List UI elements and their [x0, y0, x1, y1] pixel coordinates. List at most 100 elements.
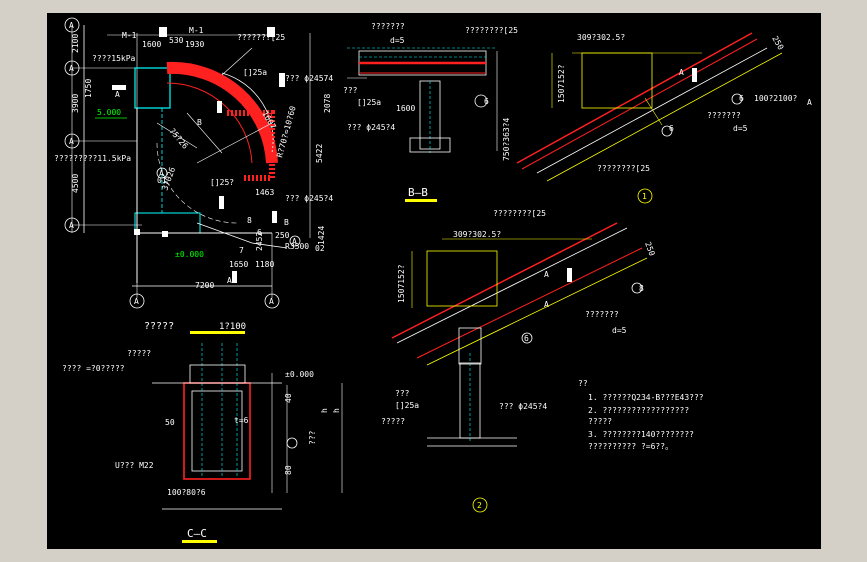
d1-box — [581, 52, 653, 109]
notes-heading: ?? — [578, 379, 588, 388]
d1-label-bolt: 100?2100? — [754, 94, 798, 103]
plan-section-line — [186, 112, 223, 154]
d2-label-d5: d=5 — [612, 326, 627, 335]
plan-curved-stair-inner — [166, 82, 253, 164]
plan-leader-lower — [196, 222, 288, 249]
plan-dim-left-1: 2100 — [71, 34, 80, 53]
d1-circle-mark-2 — [731, 93, 743, 105]
axis-label-3: A — [69, 137, 74, 146]
plan-caption: ????? — [144, 321, 174, 332]
cc-dim-40: 40 — [284, 393, 293, 403]
bb-label-top1: ??????? — [371, 22, 405, 31]
d1-mark-6: 6 — [669, 124, 674, 133]
cc-circle-mark — [286, 437, 298, 449]
axis-label-5: A — [134, 297, 139, 306]
plan-axis-bubbles — [64, 17, 301, 309]
plan-dim-bottom-2: 1180 — [255, 260, 274, 269]
axis-label-2: A — [69, 64, 74, 73]
plan-column-mark-1 — [159, 27, 167, 37]
d1-red-stringer-2 — [521, 38, 758, 170]
d2-circle-mark — [631, 282, 643, 294]
axis-label-8: A — [292, 237, 297, 246]
d1-circle-mark — [661, 125, 673, 137]
d1-label-top: 309?302.5? — [577, 33, 625, 42]
plan-marker-5 — [232, 271, 237, 283]
bb-detail-marker — [474, 94, 488, 108]
cc-label-left: ???? =?0????? — [62, 364, 125, 373]
plan-b-mark-2: B — [219, 202, 224, 211]
cc-label-top: ????? — [127, 349, 151, 358]
d2-marker — [567, 268, 572, 282]
d2-connection — [458, 327, 482, 365]
plan-curved-stair-outer — [166, 61, 278, 164]
d1-white-line — [536, 47, 768, 174]
plan-tag-25a: []25a — [243, 68, 267, 77]
plan-tag-25b: []25? — [210, 178, 234, 187]
plan-stair-treads — [227, 110, 275, 181]
cc-label-bolt: U??? M22 — [115, 461, 154, 470]
d1-marker — [692, 68, 697, 82]
plan-num-8: 8 — [247, 216, 252, 225]
d2-label-base: ????? — [381, 417, 405, 426]
plan-landing-bottom — [134, 212, 201, 234]
plan-marker-2 — [279, 73, 285, 87]
d2-red-stringer-1 — [391, 222, 618, 339]
cc-side-label: ??? — [308, 430, 317, 445]
cc-label-plate: 100?80?6 — [167, 488, 206, 497]
d2-number-bubble — [472, 497, 488, 513]
d2-yellow-line — [426, 257, 648, 366]
cad-drawing-canvas[interactable]: A A A A A A A A 2100 1750 3900 4500 M-1 … — [47, 13, 821, 549]
cc-dim-80: 80 — [284, 465, 293, 475]
plan-radius-arc — [156, 142, 238, 224]
d2-red-stringer-2 — [416, 247, 643, 359]
axis-bubble-2 — [64, 60, 80, 76]
bb-mark-6: 6 — [484, 97, 489, 106]
cad-drawing: A A A A A A A A 2100 1750 3900 4500 M-1 … — [54, 17, 812, 543]
notes-line-3: ????? — [588, 417, 612, 426]
bb-label-left1: ??? — [343, 86, 358, 95]
d1-a-mark-2: A — [807, 98, 812, 107]
d1-dim-250: 250 — [770, 35, 785, 52]
plan-elevation: 5.000 — [97, 108, 121, 117]
plan-dim-1463: 1463 — [255, 188, 274, 197]
plan-dim-left-2: 1750 — [84, 79, 93, 98]
plan-dim-2452: 2452 — [255, 232, 264, 251]
d1-number: 1 — [642, 192, 647, 201]
plan-column-mark-2 — [267, 27, 275, 37]
bb-caption-underline — [405, 199, 437, 202]
plan-landing-top — [134, 67, 171, 109]
plan-num-7: 7 — [239, 246, 244, 255]
plan-dim-left-3: 3900 — [71, 94, 80, 113]
plan-dim-left-4: 4500 — [71, 174, 80, 193]
d2-white-line — [396, 227, 628, 344]
axis-label-6: A — [269, 297, 274, 306]
d1-a-mark: A — [679, 68, 684, 77]
cc-caption-underline — [182, 540, 217, 543]
plan-arrow-left — [112, 85, 126, 90]
plan-a-mark-2: A — [227, 276, 232, 285]
d1-yellow-line-1 — [546, 52, 783, 182]
d2-label-q: ??? — [395, 389, 410, 398]
bb-label-top2: d=5 — [390, 36, 405, 45]
d2-mark-8: 8 — [639, 284, 644, 293]
d2-dim-250: 250 — [643, 241, 656, 258]
notes-line-2: 2. ?????????????????? — [588, 406, 689, 415]
bb-label-top3: ????????[25 — [465, 26, 518, 35]
d1-label-plate: ????????[25 — [597, 164, 650, 173]
plan-load-mid: ?????????11.5kPa — [54, 154, 131, 163]
plan-view: A A A A A A A A 2100 1750 3900 4500 M-1 … — [54, 17, 333, 334]
plan-load-top: ????15kPa — [92, 54, 136, 63]
cc-label-t6: t=6 — [234, 416, 249, 425]
plan-caption-underline — [190, 331, 245, 334]
plan-b-mark: B — [197, 118, 202, 127]
bb-height-label: 750?363?4 — [502, 117, 511, 161]
plan-num-6: 6 — [257, 228, 262, 237]
axis-bubble-6 — [264, 293, 280, 309]
cc-pit-inner — [191, 390, 243, 472]
bb-base — [409, 137, 451, 153]
d1-red-stringer-1 — [516, 32, 753, 164]
plan-scale: 1?100 — [219, 322, 246, 332]
plan-leader-top — [221, 47, 253, 76]
plan-radius-outer: R?70?=10?60 — [275, 105, 297, 159]
detail-1: 1 309?302.5? 1507152? ????????[25 ??????… — [516, 32, 812, 204]
